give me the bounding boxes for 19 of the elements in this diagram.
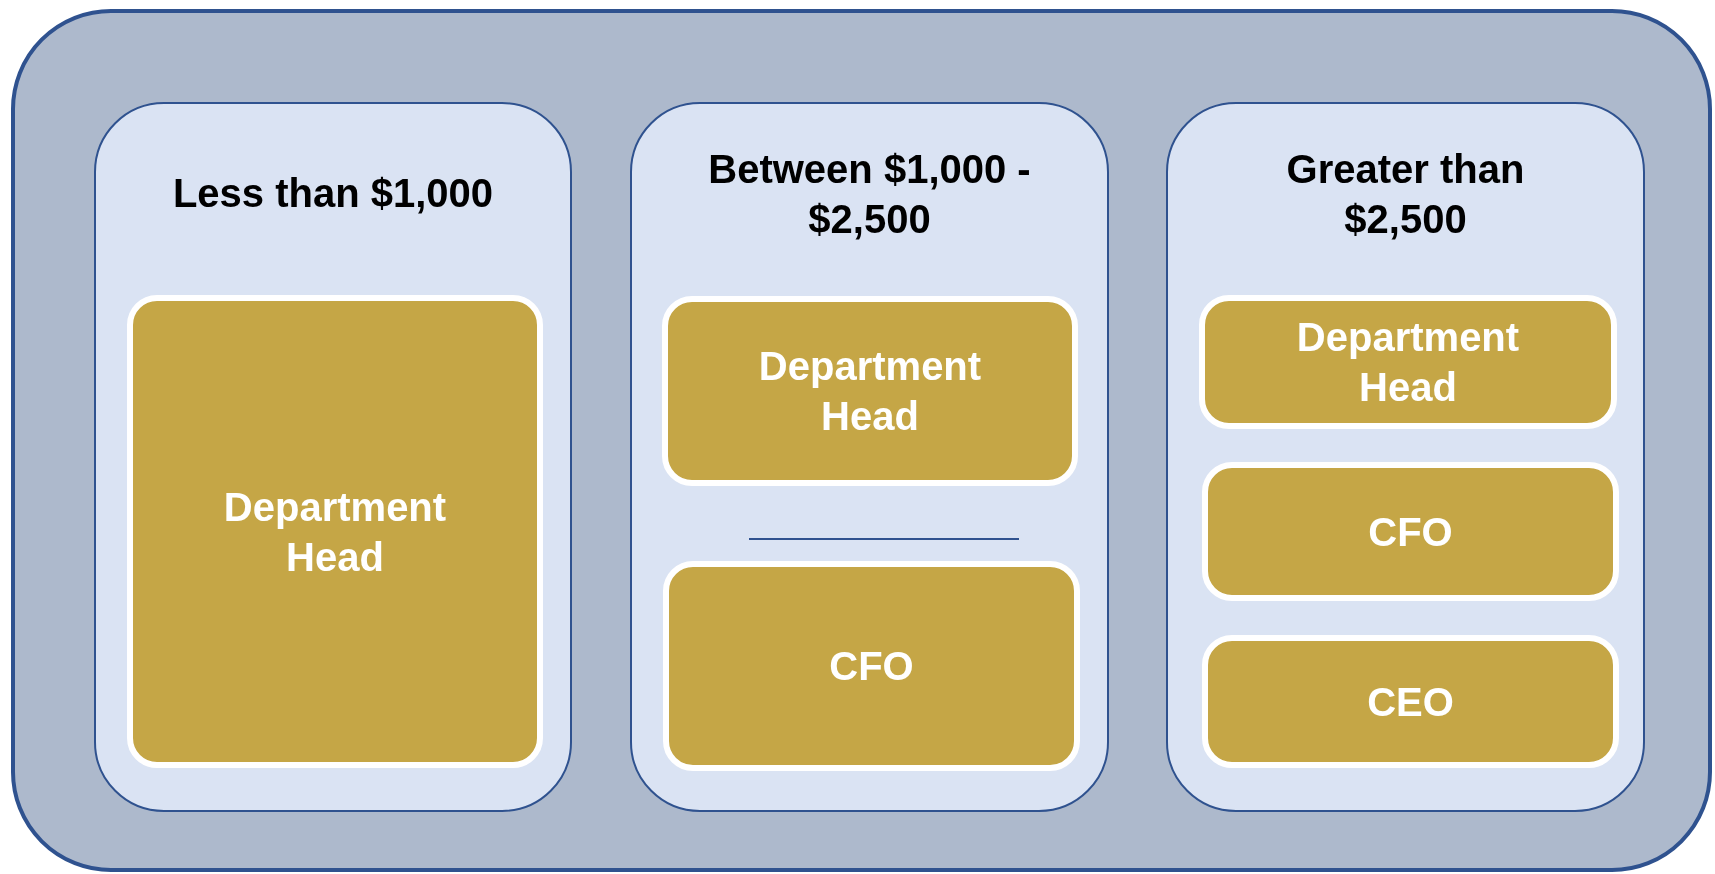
approver-box: [1202, 635, 1619, 768]
approver-label: CEO: [1367, 678, 1454, 726]
column-panel: [630, 102, 1109, 812]
approver-box: [1202, 462, 1619, 601]
approver-label: CFO: [1368, 508, 1453, 556]
background-panel: [11, 9, 1712, 872]
column-panel: [94, 102, 572, 812]
approver-label: CFO: [829, 643, 914, 690]
approver-label: Department Head: [1295, 314, 1521, 411]
approver-label: Department Head: [222, 483, 448, 581]
column-heading: Between $1,000 - $2,500: [707, 146, 1032, 243]
approver-box: [1199, 295, 1617, 429]
approver-label: Department Head: [757, 343, 983, 440]
approver-box: [662, 296, 1078, 486]
approver-box: [663, 561, 1080, 771]
column-heading: Less than $1,000: [171, 170, 495, 217]
column-heading: Greater than $2,500: [1285, 146, 1526, 243]
approver-box: [127, 295, 543, 768]
column-panel: [1166, 102, 1645, 812]
